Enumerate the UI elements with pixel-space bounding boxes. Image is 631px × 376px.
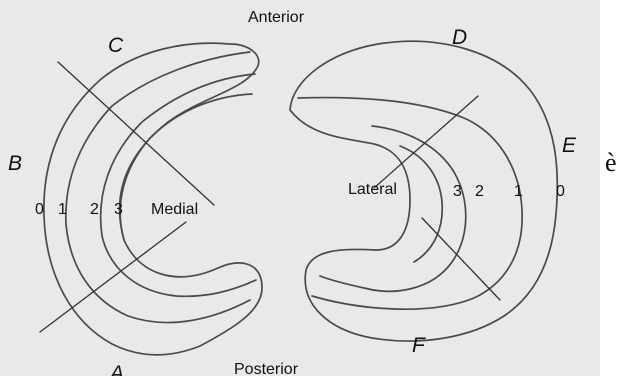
medial-zone-label-3: 3 xyxy=(114,201,123,218)
lateral-zone-line-2 xyxy=(320,126,466,291)
lateral-zone-line-3 xyxy=(400,146,442,262)
cut-line-d xyxy=(374,96,478,188)
region-label-f: F xyxy=(412,334,426,357)
trailing-glyph: è xyxy=(605,150,617,176)
region-label-c: C xyxy=(108,34,124,57)
cut-line-a xyxy=(40,222,186,332)
region-label-d: D xyxy=(452,26,467,49)
lateral-zone-label-1: 1 xyxy=(514,183,523,200)
diagram-drawing: Anterior Posterior C B A D E F 0 1 2 3 M… xyxy=(0,0,600,376)
anterior-label: Anterior xyxy=(248,9,305,26)
lateral-zone-label-0: 0 xyxy=(556,183,565,200)
medial-zone-line-3 xyxy=(120,94,252,240)
medial-zone-label-2: 2 xyxy=(90,201,99,218)
cut-line-f xyxy=(422,218,500,300)
lateral-zone-label-3: 3 xyxy=(453,183,462,200)
medial-zone-label-1: 1 xyxy=(58,201,67,218)
posterior-label: Posterior xyxy=(234,361,299,376)
region-label-a: A xyxy=(108,362,124,376)
medial-outer-outline xyxy=(44,43,262,355)
lateral-zone-label-2: 2 xyxy=(475,183,484,200)
medial-label: Medial xyxy=(151,201,198,218)
region-label-e: E xyxy=(562,134,577,157)
region-label-b: B xyxy=(8,152,22,175)
medial-zone-label-0: 0 xyxy=(35,201,44,218)
section-lines xyxy=(40,62,500,332)
meniscus-zone-diagram: Anterior Posterior C B A D E F 0 1 2 3 M… xyxy=(0,0,600,376)
cut-line-c xyxy=(58,62,214,205)
medial-meniscus xyxy=(44,43,262,355)
lateral-label: Lateral xyxy=(348,181,397,198)
